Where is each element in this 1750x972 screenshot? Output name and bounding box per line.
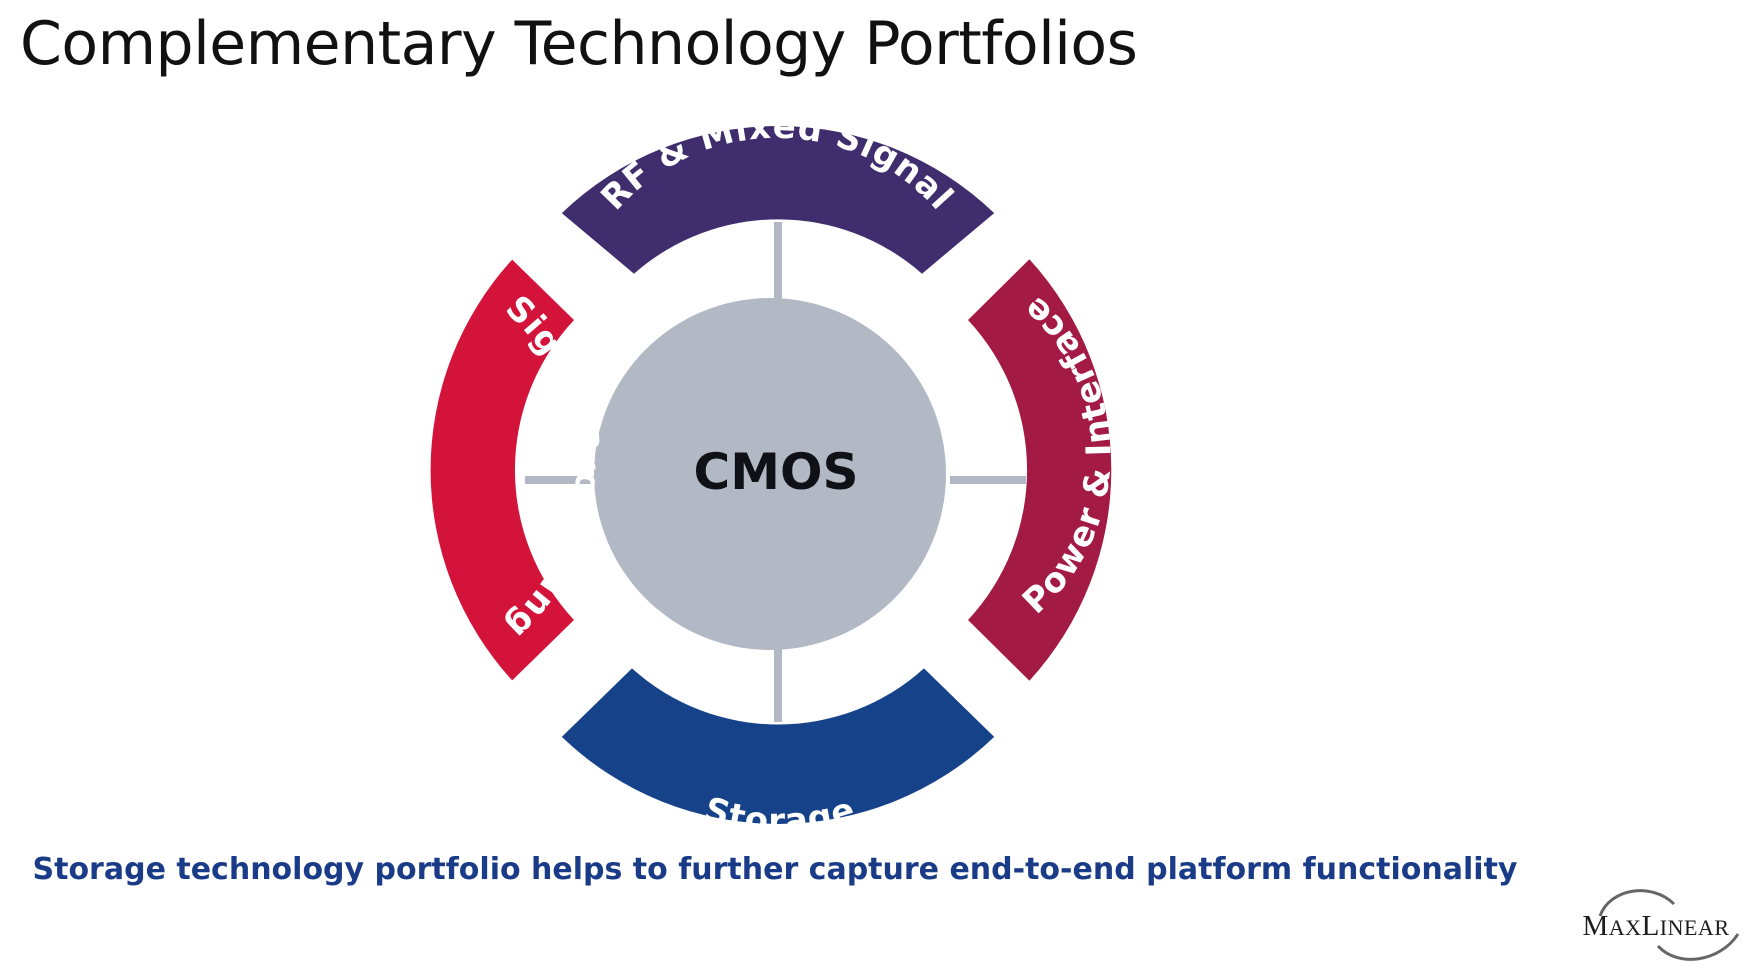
core-circle	[594, 298, 946, 650]
logo-swoosh-icon	[1598, 889, 1740, 961]
connectors	[525, 222, 1026, 722]
slide-subtitle: Storage technology portfolio helps to fu…	[32, 852, 1518, 887]
connector-bottom	[774, 640, 782, 722]
segment-top	[561, 126, 995, 274]
segment-bottom	[561, 668, 995, 824]
slide-title: Complementary Technology Portfolios	[20, 9, 1138, 79]
connector-right	[950, 476, 1026, 484]
logo-wordmark: MAXLINEAR	[1582, 910, 1730, 942]
segment-left	[430, 259, 574, 681]
segment-right	[968, 259, 1112, 681]
maxlinear-logo: MAXLINEAR	[1570, 884, 1742, 966]
core-label: CMOS	[694, 443, 859, 501]
connector-left	[525, 476, 601, 484]
connector-top	[774, 222, 782, 302]
